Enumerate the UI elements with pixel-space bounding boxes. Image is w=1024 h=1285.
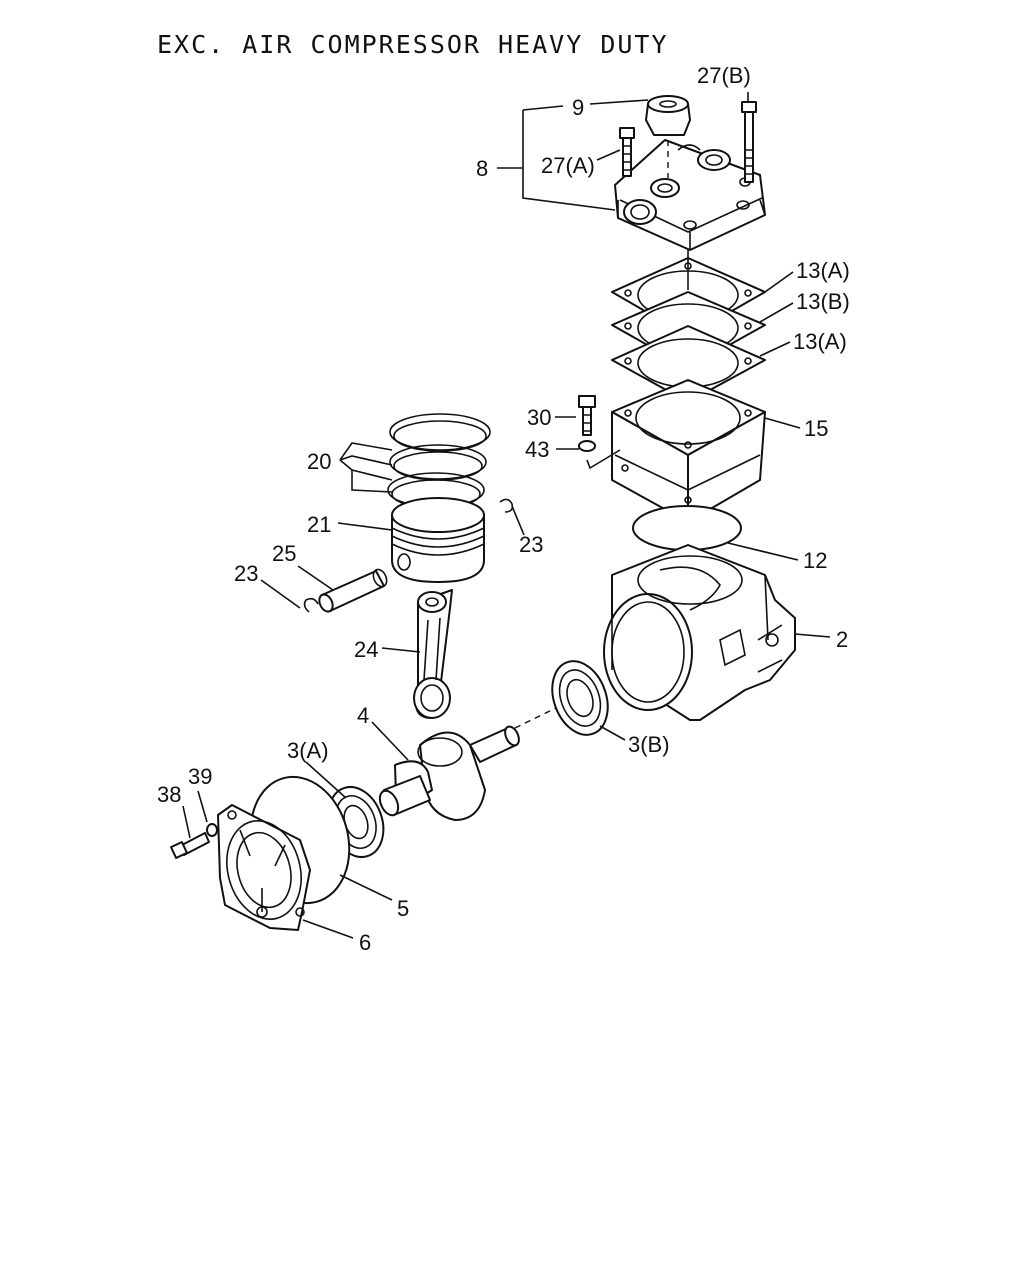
piston-pin-part: [318, 568, 388, 613]
callout-13a-upper: 13(A): [796, 258, 850, 283]
callout-21: 21: [307, 512, 331, 537]
cylinder-head-part: [614, 139, 766, 251]
callout-9: 9: [572, 95, 584, 120]
circlip-23-right-part: [499, 498, 514, 513]
callout-39: 39: [188, 764, 212, 789]
callout-38: 38: [157, 782, 181, 807]
piston-rings-part: [387, 413, 491, 509]
gasket-12-part: [632, 505, 742, 551]
connecting-rod-part: [413, 589, 453, 719]
callout-43: 43: [525, 437, 549, 462]
callout-25: 25: [272, 541, 296, 566]
callout-13a-lower: 13(A): [793, 329, 847, 354]
washer-43-part: [578, 440, 621, 470]
cylinder-block-part: [611, 379, 766, 523]
callout-3b: 3(B): [628, 732, 670, 757]
end-cover-part: [217, 804, 311, 931]
callout-30: 30: [527, 405, 551, 430]
callout-13b: 13(B): [796, 289, 850, 314]
callout-8: 8: [476, 156, 488, 181]
callout-27b: 27(B): [697, 63, 751, 88]
bolt-27b-part: [741, 101, 757, 183]
callout-2: 2: [836, 627, 848, 652]
callout-6: 6: [359, 930, 371, 955]
circlip-23-left-part: [303, 597, 319, 613]
callout-labels: 27(B) 9 8 27(A) 13(A) 13(B) 13(A) 30 43 …: [157, 63, 850, 955]
callout-4: 4: [357, 703, 369, 728]
callout-15: 15: [804, 416, 828, 441]
piston-part: [391, 497, 485, 583]
leader-lines: [182, 92, 831, 939]
bolt-27a-part: [619, 127, 635, 177]
callout-24: 24: [354, 637, 378, 662]
washer-39-part: [206, 823, 218, 837]
callout-23-right: 23: [519, 532, 543, 557]
head-cap-part: [645, 95, 691, 178]
bolt-38-part: [170, 832, 210, 859]
callout-27a: 27(A): [541, 153, 595, 178]
crankcase-part: [603, 544, 796, 721]
callout-5: 5: [397, 896, 409, 921]
diagram-title: EXC. AIR COMPRESSOR HEAVY DUTY: [157, 30, 669, 59]
callout-3a: 3(A): [287, 738, 329, 763]
bolt-30-part: [578, 395, 596, 436]
bearing-3b-part: [551, 660, 609, 736]
crankshaft-part: [378, 725, 520, 821]
callout-12: 12: [803, 548, 827, 573]
callout-20: 20: [307, 449, 331, 474]
callout-23-left: 23: [234, 561, 258, 586]
